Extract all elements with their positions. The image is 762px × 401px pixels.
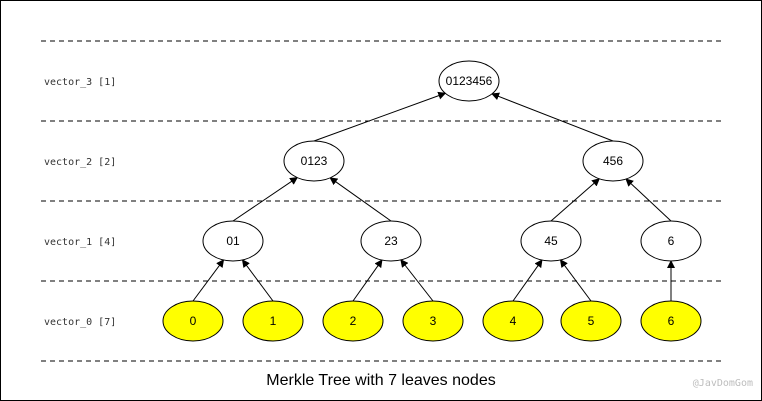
hash-node-45: 45 xyxy=(520,220,582,262)
hash-node-456: 456 xyxy=(582,140,644,182)
node-label: 5 xyxy=(588,314,595,328)
hash-node-0123456: 0123456 xyxy=(438,60,500,102)
level-label-vector_1: vector_1 [4] xyxy=(44,237,116,248)
node-label: 4 xyxy=(510,314,517,328)
leaf-node-4: 4 xyxy=(482,300,544,342)
author-watermark: @JavDomGom xyxy=(692,378,753,389)
edge-01-to-0123 xyxy=(232,177,299,222)
node-ellipse xyxy=(438,60,500,102)
node-ellipse xyxy=(582,140,644,182)
node-ellipse xyxy=(360,220,422,262)
edge-23-to-0123 xyxy=(329,177,392,222)
leaf-node-5: 5 xyxy=(560,300,622,342)
node-label: 45 xyxy=(544,234,558,248)
node-label: 456 xyxy=(603,154,623,168)
leaf-node-2: 2 xyxy=(322,300,384,342)
hash-node-01: 01 xyxy=(202,220,264,262)
edge-3-to-23 xyxy=(400,259,434,302)
leaf-node-1: 1 xyxy=(242,300,304,342)
edge-0123-to-0123456 xyxy=(313,91,447,142)
level-label-vector_3: vector_3 [1] xyxy=(44,77,116,88)
node-ellipse xyxy=(162,300,224,342)
node-ellipse xyxy=(322,300,384,342)
edge-456-to-0123456 xyxy=(491,92,614,142)
leaf-node-6: 6 xyxy=(640,300,702,342)
level-label-vector_0: vector_0 [7] xyxy=(44,317,116,328)
node-ellipse xyxy=(640,220,702,262)
node-ellipse xyxy=(202,220,264,262)
merkle-tree-diagram: vector_3 [1] vector_2 [2] vector_1 [4] vect… xyxy=(41,40,723,362)
node-ellipse xyxy=(402,300,464,342)
node-label: 23 xyxy=(384,234,398,248)
node-label: 3 xyxy=(430,314,437,328)
node-label: 2 xyxy=(350,314,357,328)
node-label: 0123456 xyxy=(446,74,493,88)
level-separators xyxy=(41,40,723,362)
hash-node-23: 23 xyxy=(360,220,422,262)
node-label: 6 xyxy=(668,234,675,248)
edge-1-to-01 xyxy=(241,259,274,302)
edge-2-to-23 xyxy=(352,259,383,302)
node-label: 1 xyxy=(270,314,277,328)
level-label-vector_2: vector_2 [2] xyxy=(44,157,116,168)
node-ellipse xyxy=(520,220,582,262)
node-ellipse xyxy=(242,300,304,342)
hash-node-6b: 6 xyxy=(640,220,702,262)
node-label: 0 xyxy=(190,314,197,328)
diagram-caption: Merkle Tree with 7 leaves nodes xyxy=(266,372,496,389)
edge-0-to-01 xyxy=(192,259,225,302)
node-ellipse xyxy=(482,300,544,342)
level-labels: vector_3 [1] vector_2 [2] vector_1 [4] vect… xyxy=(44,77,116,328)
node-label: 01 xyxy=(226,234,240,248)
node-ellipse xyxy=(283,140,345,182)
node-label: 6 xyxy=(668,314,675,328)
edge-6b-to-456 xyxy=(625,178,672,222)
node-ellipse xyxy=(640,300,702,342)
edge-5-to-45 xyxy=(559,259,592,302)
leaf-node-0: 0 xyxy=(162,300,224,342)
edge-45-to-456 xyxy=(550,178,600,222)
leaf-node-3: 3 xyxy=(402,300,464,342)
tree-edges xyxy=(192,91,675,302)
node-ellipse xyxy=(560,300,622,342)
edge-4-to-45 xyxy=(512,259,543,302)
node-label: 0123 xyxy=(301,154,328,168)
hash-node-0123: 0123 xyxy=(283,140,345,182)
